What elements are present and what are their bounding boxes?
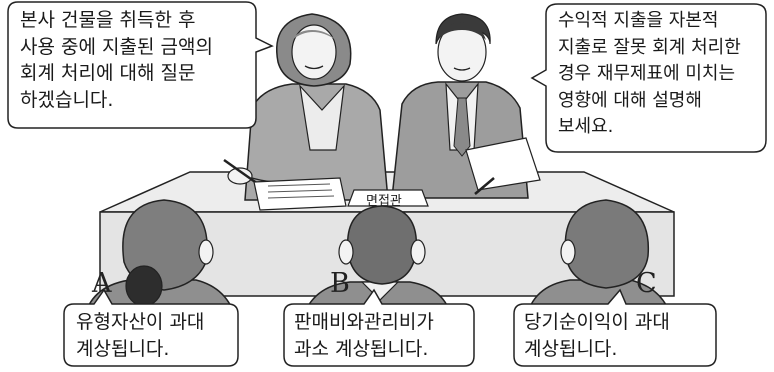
candidate-c-label: C bbox=[636, 268, 657, 299]
answer-bubble-a bbox=[63, 288, 239, 367]
left-question-line: 회계 처리에 대해 질문 bbox=[20, 62, 196, 84]
answer-line: 당기순이익이 과대 bbox=[524, 311, 670, 333]
interviewer-left-figure bbox=[223, 13, 389, 201]
candidate-b-answer: 판매비와관리비가 과소 계상됩니다. bbox=[294, 309, 434, 363]
right-question-line: 영향에 대해 설명해 bbox=[558, 89, 702, 111]
name-plate bbox=[347, 189, 429, 207]
answer-line: 유형자산이 과대 bbox=[76, 311, 205, 333]
candidate-a-label: A bbox=[92, 268, 112, 299]
answer-line: 계상됩니다. bbox=[524, 338, 618, 360]
right-question-line: 보세요. bbox=[558, 116, 614, 137]
answer-bubble-c bbox=[513, 288, 717, 367]
left-question-line: 사용 중에 지출된 금액의 bbox=[20, 35, 213, 58]
answer-line: 과소 계상됩니다. bbox=[294, 338, 429, 360]
right-question-line: 수익적 지출을 자본적 bbox=[558, 10, 719, 31]
right-question-line: 경우 재무제표에 미치는 bbox=[558, 63, 736, 84]
candidate-a-answer: 유형자산이 과대 계상됩니다. bbox=[76, 309, 204, 363]
interviewer-right-figure bbox=[391, 13, 541, 199]
speech-bubble-left bbox=[7, 1, 274, 129]
answer-line: 계상됩니다. bbox=[76, 338, 170, 360]
left-question-line: 본사 건물을 취득한 후 bbox=[20, 9, 196, 31]
speech-bubble-right bbox=[530, 3, 767, 153]
interviewer-desk-sign: 면접관 bbox=[366, 194, 402, 209]
candidate-b-label: B bbox=[330, 268, 350, 299]
right-question-line: 지출로 잘못 회계 처리한 bbox=[558, 36, 741, 58]
right-interviewer-question: 수익적 지출을 자본적 지출로 잘못 회계 처리한 경우 재무제표에 미치는 영… bbox=[558, 8, 741, 141]
answer-line: 판매비와관리비가 bbox=[294, 311, 434, 333]
left-question-line: 하겠습니다. bbox=[20, 88, 114, 111]
desk-papers bbox=[253, 177, 347, 211]
answer-bubble-b bbox=[283, 288, 475, 367]
candidate-c-answer: 당기순이익이 과대 계상됩니다. bbox=[524, 309, 670, 363]
left-interviewer-question: 본사 건물을 취득한 후 사용 중에 지출된 금액의 회계 처리에 대해 질문 … bbox=[20, 7, 213, 113]
